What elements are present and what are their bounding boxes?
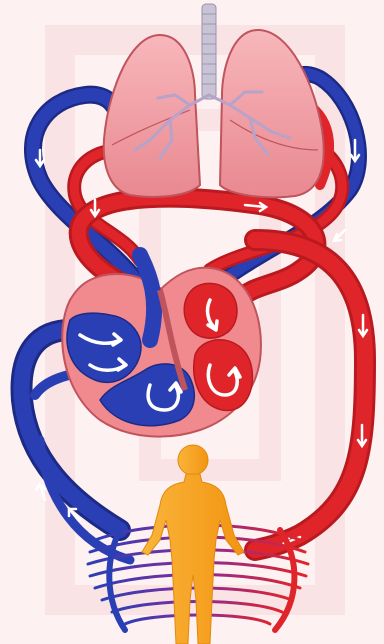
left-atrium [184,283,237,338]
trachea [202,4,216,99]
heart-icon [62,255,261,437]
left-lung [104,35,200,197]
right-lung [220,30,324,197]
